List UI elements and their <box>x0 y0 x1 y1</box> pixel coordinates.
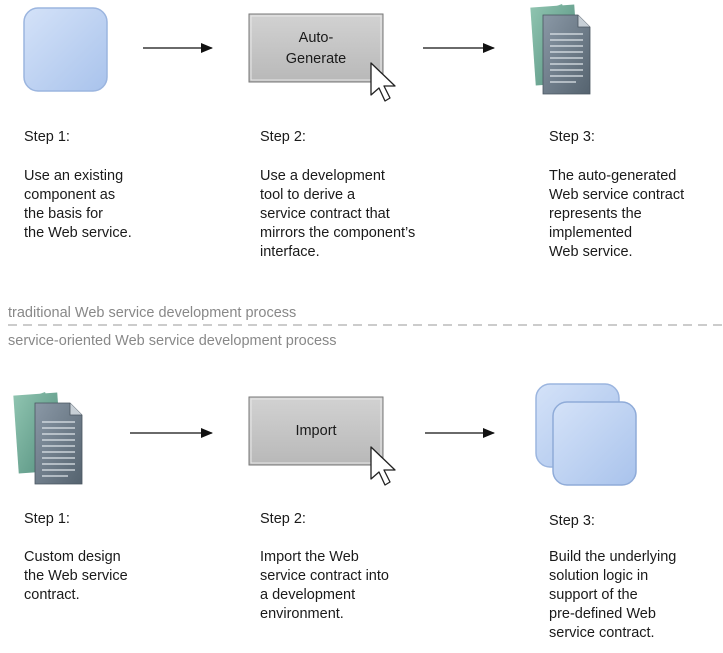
service-oriented-process-label: service-oriented Web service development… <box>8 333 337 349</box>
bottom-step1: Step 1: <box>24 510 70 529</box>
top-step1: Step 1: <box>24 128 70 147</box>
import-button-label: Import <box>295 423 336 439</box>
top-step3-desc: The auto-generated Web service contract … <box>549 167 684 262</box>
cursor-icon <box>370 62 396 102</box>
desc-line: pre-defined Web <box>549 606 656 622</box>
desc-line: Use an existing <box>24 168 124 184</box>
step-title: Step 1: <box>24 129 70 145</box>
import-button[interactable]: Import <box>248 396 384 466</box>
desc-line: component as <box>24 187 116 203</box>
desc-line: the Web service. <box>24 225 132 241</box>
desc-line: service contract into <box>260 568 389 584</box>
desc-line: Web service contract <box>549 187 685 203</box>
desc-line: support of the <box>549 587 638 603</box>
desc-line: environment. <box>260 606 344 622</box>
document-icon <box>530 4 591 95</box>
top-step2-desc: Use a development tool to derive a servi… <box>260 167 415 262</box>
bottom-step3: Step 3: <box>549 512 595 531</box>
step-title: Step 3: <box>549 129 595 145</box>
desc-line: represents the <box>549 206 642 222</box>
desc-line: implemented <box>549 225 633 241</box>
desc-line: solution logic in <box>549 568 649 584</box>
bottom-step2: Step 2: <box>260 510 306 529</box>
button-label-line2: Generate <box>286 51 346 67</box>
bottom-step1-desc: Custom design the Web service contract. <box>24 548 128 605</box>
auto-generate-button[interactable]: Auto- Generate <box>248 13 384 83</box>
desc-line: mirrors the component’s <box>260 225 416 241</box>
top-step3: Step 3: <box>549 128 595 147</box>
button-label-line1: Auto- <box>299 30 334 46</box>
traditional-process-label: traditional Web service development proc… <box>8 305 297 321</box>
desc-line: Build the underlying <box>549 549 677 565</box>
desc-line: tool to derive a <box>260 187 356 203</box>
desc-line: service contract. <box>549 625 655 641</box>
step-title: Step 3: <box>549 513 595 529</box>
desc-line: the Web service <box>24 568 128 584</box>
component-icon <box>23 7 108 92</box>
step-title: Step 2: <box>260 511 306 527</box>
desc-line: service contract that <box>260 206 390 222</box>
step-title: Step 1: <box>24 511 70 527</box>
desc-line: the basis for <box>24 206 103 222</box>
desc-line: Import the Web <box>260 549 359 565</box>
desc-line: a development <box>260 587 356 603</box>
desc-line: The auto-generated <box>549 168 677 184</box>
desc-line: Web service. <box>549 244 633 260</box>
desc-line: interface. <box>260 244 320 260</box>
top-step2: Step 2: <box>260 128 306 147</box>
bottom-step3-desc: Build the underlying solution logic in s… <box>549 548 676 643</box>
step-title: Step 2: <box>260 129 306 145</box>
desc-line: Custom design <box>24 549 121 565</box>
document-icon <box>13 392 83 485</box>
desc-line: Use a development <box>260 168 385 184</box>
top-step1-desc: Use an existing component as the basis f… <box>24 167 132 243</box>
cursor-icon <box>370 446 396 486</box>
bottom-step2-desc: Import the Web service contract into a d… <box>260 548 389 624</box>
desc-line: contract. <box>24 587 80 603</box>
stacked-components-icon <box>535 383 637 486</box>
